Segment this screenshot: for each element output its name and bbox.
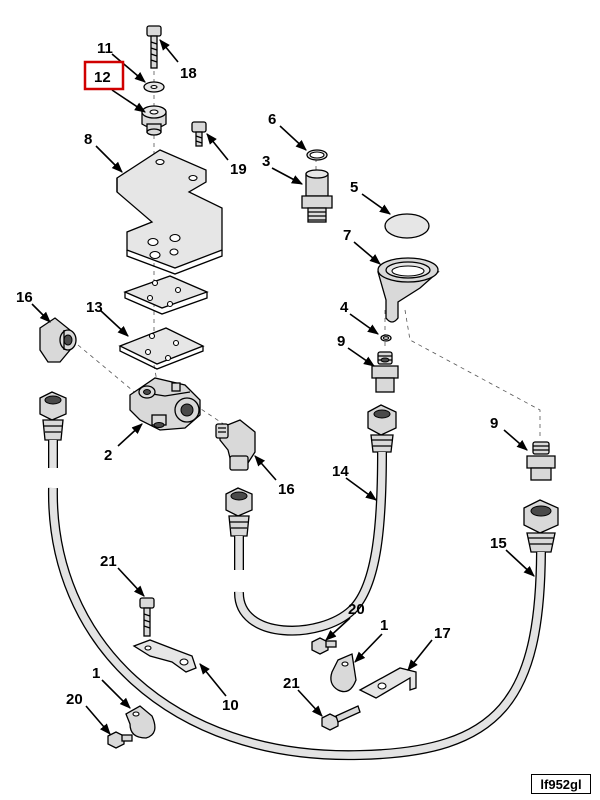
callout-5: 5 xyxy=(350,179,358,196)
part-3-adapter xyxy=(301,169,333,223)
hose-end-fitting-15 xyxy=(523,499,559,553)
callout-21-upper: 21 xyxy=(100,553,117,570)
callout-1-center: 1 xyxy=(380,617,388,634)
hose-end-fitting-14 xyxy=(367,404,397,453)
callout-20-center: 20 xyxy=(348,601,365,618)
callout-15: 15 xyxy=(490,535,507,552)
callout-16-upper: 16 xyxy=(16,289,33,306)
part-12-spacer xyxy=(141,105,167,136)
hoses xyxy=(47,440,546,761)
part-21-bolt-lower xyxy=(321,705,361,731)
callout-13: 13 xyxy=(86,299,103,316)
part-9-fitting-right xyxy=(526,441,556,481)
hose-end-fitting-left xyxy=(39,391,67,441)
callout-19: 19 xyxy=(230,161,247,178)
callout-12: 12 xyxy=(94,69,111,86)
part-2-filter-head xyxy=(129,377,201,431)
callout-14: 14 xyxy=(332,463,349,480)
callout-9-right: 9 xyxy=(490,415,498,432)
part-7-drain-housing xyxy=(377,257,440,323)
callout-8: 8 xyxy=(84,131,92,148)
part-16-elbow-upper xyxy=(39,317,77,363)
part-21-bolt-upper xyxy=(139,597,155,637)
callout-3: 3 xyxy=(262,153,270,170)
hose-end-fitting-center xyxy=(225,487,253,537)
part-13-plate xyxy=(118,327,205,370)
callout-17: 17 xyxy=(434,625,451,642)
highlight-box xyxy=(83,60,125,91)
part-9-fitting-upper xyxy=(371,351,399,393)
callout-2: 2 xyxy=(104,447,112,464)
part-17-angle-bracket xyxy=(358,667,417,699)
callout-7: 7 xyxy=(343,227,351,244)
callout-labels: 11 12 18 19 8 6 3 5 7 4 9 16 13 2 16 14 … xyxy=(16,40,507,714)
callout-21-lower: 21 xyxy=(283,675,300,692)
callout-9-upper: 9 xyxy=(337,333,345,350)
part-10-clamp-bracket xyxy=(132,639,197,673)
callout-6: 6 xyxy=(268,111,276,128)
callout-10: 10 xyxy=(222,697,239,714)
part-18-bolt xyxy=(146,25,162,69)
part-19-screw xyxy=(191,121,207,147)
callout-20-lower: 20 xyxy=(66,691,83,708)
part-11-washer xyxy=(143,81,165,93)
part-8-mounting-bracket xyxy=(116,149,223,275)
callout-4: 4 xyxy=(340,299,349,316)
part-16-elbow-lower xyxy=(215,419,256,471)
callout-18: 18 xyxy=(180,65,197,82)
leader-lines xyxy=(31,39,535,735)
callout-16-lower: 16 xyxy=(278,481,295,498)
part-4-small-o-ring xyxy=(380,334,392,342)
part-20-screw-center xyxy=(311,637,337,655)
part-20-screw-lower xyxy=(107,731,133,749)
reference-code-label: lf952gl xyxy=(531,774,591,794)
part-1-p-clamp-center xyxy=(330,653,357,693)
gasket-plate xyxy=(123,275,209,315)
callout-11: 11 xyxy=(97,40,113,57)
part-6-o-ring xyxy=(306,149,328,161)
part-5-seal xyxy=(384,213,430,239)
callout-1-lower: 1 xyxy=(92,665,100,682)
part-1-p-clamp-lower xyxy=(125,705,156,739)
